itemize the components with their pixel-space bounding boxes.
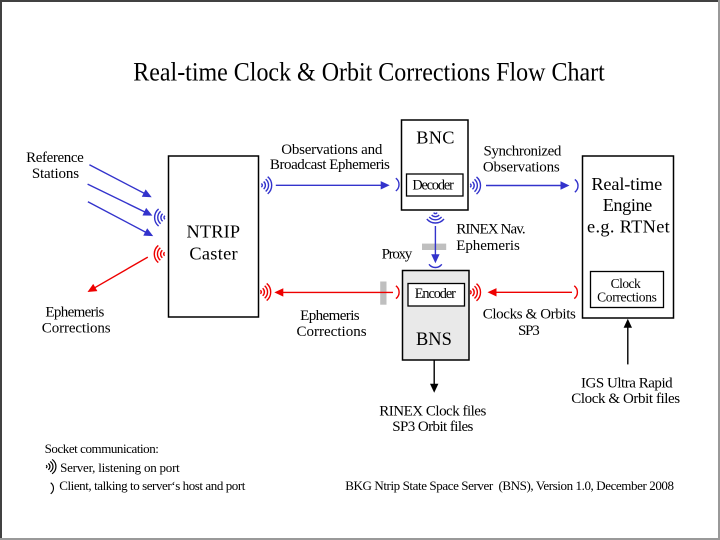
svg-text:Clock & Orbit files: Clock & Orbit files (571, 391, 680, 407)
svg-text:Decoder: Decoder (412, 178, 454, 194)
svg-text:SP3: SP3 (518, 323, 540, 339)
svg-text:Encoder: Encoder (415, 286, 456, 302)
svg-text:Synchronized: Synchronized (483, 143, 561, 159)
svg-text:Socket communication:: Socket communication: (45, 441, 159, 456)
svg-text:Observations and: Observations and (281, 142, 383, 158)
svg-text:BNC: BNC (416, 128, 454, 148)
svg-text:SP3 Orbit files: SP3 Orbit files (392, 419, 473, 435)
svg-text:IGS Ultra Rapid: IGS Ultra Rapid (581, 376, 673, 392)
svg-text:Caster: Caster (189, 244, 237, 264)
svg-text:BKG Ntrip State Space Server: BKG Ntrip State Space Server (BNS), Vers… (345, 478, 674, 493)
svg-text:Ephemeris: Ephemeris (456, 238, 520, 254)
svg-text:Engine: Engine (603, 195, 653, 215)
svg-text:Proxy: Proxy (382, 247, 413, 263)
svg-text:Ephemeris: Ephemeris (45, 304, 104, 320)
svg-text:e.g. RTNet: e.g. RTNet (587, 216, 670, 236)
svg-text:RINEX Nav.: RINEX Nav. (456, 221, 525, 237)
svg-text:Real-time: Real-time (591, 174, 662, 194)
svg-text:Clock: Clock (611, 276, 641, 291)
svg-text:Client, talking to server‘s ho: Client, talking to server‘s host and por… (59, 478, 246, 493)
svg-text:BNS: BNS (416, 329, 452, 350)
svg-text:Ephemeris: Ephemeris (300, 308, 360, 324)
svg-text:Broadcast Ephemeris: Broadcast Ephemeris (270, 157, 390, 173)
svg-text:Corrections: Corrections (296, 324, 366, 340)
svg-text:Server, listening on port: Server, listening on port (60, 460, 180, 475)
svg-text:Observations: Observations (483, 159, 560, 175)
svg-text:Reference: Reference (26, 150, 84, 166)
svg-text:Stations: Stations (32, 166, 79, 182)
svg-text:Corrections: Corrections (42, 321, 111, 337)
svg-text:Real-time Clock & Orbit Correc: Real-time Clock & Orbit Corrections Flow… (133, 57, 605, 87)
svg-text:RINEX Clock files: RINEX Clock files (379, 403, 486, 419)
svg-text:Clocks & Orbits: Clocks & Orbits (483, 307, 576, 323)
svg-text:Corrections: Corrections (597, 290, 657, 305)
svg-text:NTRIP: NTRIP (187, 221, 240, 241)
